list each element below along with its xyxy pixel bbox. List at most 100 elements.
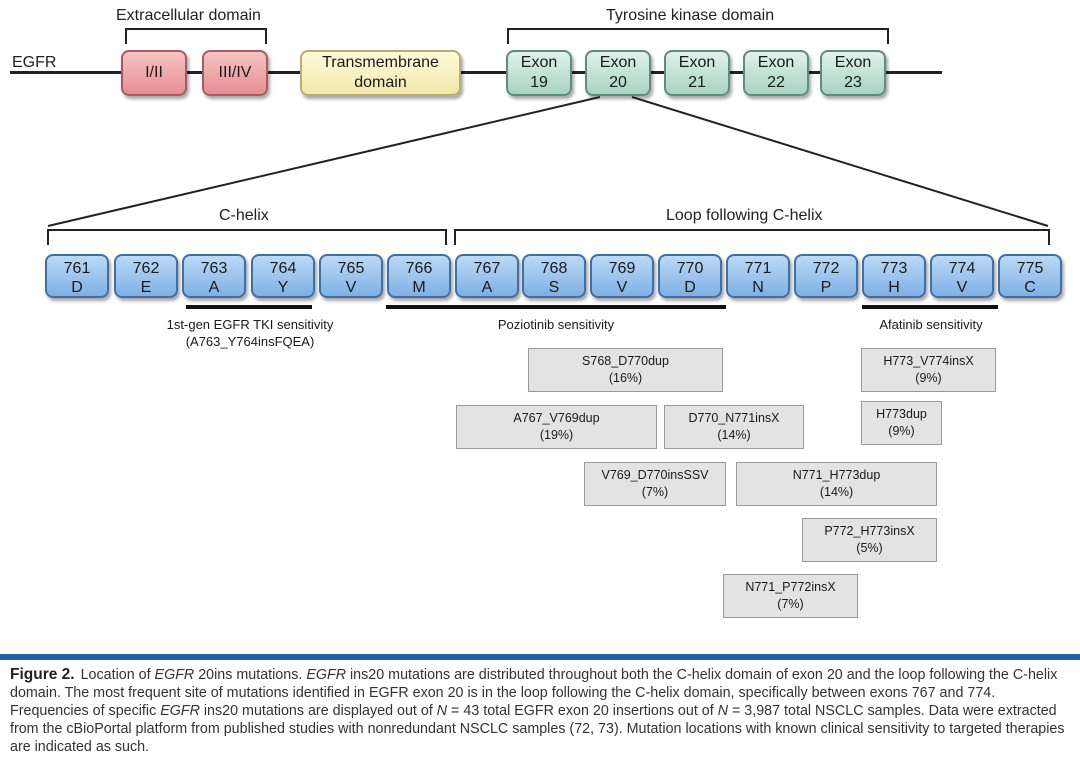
gene-label: EGFR: [12, 54, 57, 71]
domain-iii-iv: III/IV: [202, 50, 268, 96]
mutation-frequency: (7%): [777, 597, 804, 611]
residue-number: 765: [337, 260, 365, 277]
residue-number: 772: [812, 260, 840, 277]
residue-letter: H: [888, 279, 900, 296]
exon-20-number: 20: [609, 74, 627, 91]
residue-letter: Y: [277, 279, 289, 296]
tyrosine-kinase-domain-label: Tyrosine kinase domain: [606, 7, 775, 24]
mutation-frequency: (7%): [641, 485, 669, 499]
caption-egfr-italic-1: EGFR: [154, 667, 195, 683]
residue-letter: M: [412, 279, 426, 296]
gene-backbone-line: [10, 71, 942, 74]
mutation-name: D770_N771insX: [688, 411, 780, 425]
exon-23-word: Exon: [834, 54, 872, 71]
exon-19: Exon 19: [506, 50, 572, 96]
afatinib-sensitivity-label: Afatinib sensitivity: [879, 317, 983, 332]
figure-number: Figure 2.: [10, 666, 75, 683]
residue-letter: N: [752, 279, 764, 296]
afatinib-sensitivity-bar: [862, 305, 998, 309]
residue-letter: E: [140, 279, 152, 296]
exon-20: Exon 20: [585, 50, 651, 96]
caption-egfr-italic-2: EGFR: [306, 667, 347, 683]
mutation-name: N771_P772insX: [745, 580, 836, 594]
loop-label: Loop following C-helix: [666, 207, 823, 224]
mutation-box-h773-v774insx: H773_V774insX (9%): [861, 348, 996, 392]
residue-number: 775: [1016, 260, 1044, 277]
exon-22-number: 22: [767, 74, 785, 91]
mutation-name: N771_H773dup: [792, 468, 881, 482]
residue-letter: A: [208, 279, 220, 296]
first-gen-sensitivity-label: 1st-gen EGFR TKI sensitivity (A763_Y764i…: [130, 316, 370, 350]
mutation-box-n771-p772insx: N771_P772insX (7%): [723, 574, 858, 618]
residue-number: 773: [880, 260, 908, 277]
first-gen-sensitivity-line2: (A763_Y764insFQEA): [185, 334, 315, 349]
mutation-frequency: (16%): [608, 371, 643, 385]
caption-egfr-italic-3: EGFR: [160, 703, 200, 719]
mutation-box-p772-h773insx: P772_H773insX (5%): [802, 518, 937, 562]
exon-19-number: 19: [530, 74, 548, 91]
caption-text-6: = 3,987 total NSCLC samples. Data were e…: [10, 703, 1065, 755]
residue-letter: V: [956, 279, 968, 296]
mutation-name: V769_D770insSSV: [601, 468, 709, 482]
mutation-name: A767_V769dup: [513, 411, 600, 425]
caption-text-2: 20ins mutations.: [194, 667, 307, 683]
residue-number: 764: [269, 260, 297, 277]
exon-21-word: Exon: [678, 54, 716, 71]
residue-number: 767: [473, 260, 501, 277]
residue-letter: V: [616, 279, 628, 296]
exon-22: Exon 22: [743, 50, 809, 96]
transmembrane-domain: Transmembrane domain: [300, 50, 461, 96]
mutation-name: P772_H773insX: [824, 524, 915, 538]
residue-letter: S: [548, 279, 560, 296]
poziotinib-sensitivity-bar: [386, 305, 726, 309]
mutation-frequency: (9%): [915, 371, 942, 385]
exon-23-number: 23: [844, 74, 862, 91]
residue-number: 769: [608, 260, 636, 277]
residue-number: 763: [200, 260, 228, 277]
transmembrane-line2: domain: [354, 74, 407, 91]
poziotinib-sensitivity-label: Poziotinib sensitivity: [497, 317, 615, 332]
domain-i-ii-label: I/II: [145, 64, 163, 81]
first-gen-sensitivity-line1: 1st-gen EGFR TKI sensitivity: [166, 317, 334, 332]
exon-23: Exon 23: [820, 50, 886, 96]
caption-text-3: ins20 mutations are distributed througho…: [10, 667, 1058, 719]
zoom-line-left: [47, 96, 601, 227]
caption-text-5: = 43 total EGFR exon 20 insertions out o…: [447, 703, 718, 719]
residue-letter: D: [71, 279, 83, 296]
transmembrane-line1: Transmembrane: [322, 54, 439, 71]
mutation-box-d770-n771insx: D770_N771insX (14%): [664, 405, 804, 449]
caption-divider: [0, 654, 1080, 660]
domain-iii-iv-label: III/IV: [218, 64, 252, 81]
mutation-box-v769-d770insssv: V769_D770insSSV (7%): [584, 462, 726, 506]
residue-number: 766: [405, 260, 433, 277]
domain-i-ii: I/II: [121, 50, 187, 96]
residue-number: 762: [132, 260, 160, 277]
residue-letter: V: [345, 279, 357, 296]
residue-letter: D: [684, 279, 696, 296]
exon-21: Exon 21: [664, 50, 730, 96]
caption-n-italic-2: N: [717, 703, 729, 719]
mutation-box-a767-v769dup: A767_V769dup (19%): [456, 405, 657, 449]
mutation-box-s768-d770dup: S768_D770dup (16%): [528, 348, 723, 392]
mutation-name: H773_V774insX: [883, 354, 974, 368]
first-gen-sensitivity-bar: [186, 305, 312, 309]
residue-letter: C: [1024, 279, 1036, 296]
mutation-frequency: (14%): [717, 428, 751, 442]
figure-caption: Figure 2.Location of EGFR 20ins mutation…: [10, 666, 1072, 756]
extracellular-bracket: [125, 28, 267, 44]
residue-number: 761: [63, 260, 91, 277]
mutation-box-h773dup: H773dup (9%): [861, 401, 942, 445]
caption-n-italic-1: N: [436, 703, 448, 719]
c-helix-label: C-helix: [219, 207, 269, 224]
loop-bracket: [454, 229, 1050, 245]
